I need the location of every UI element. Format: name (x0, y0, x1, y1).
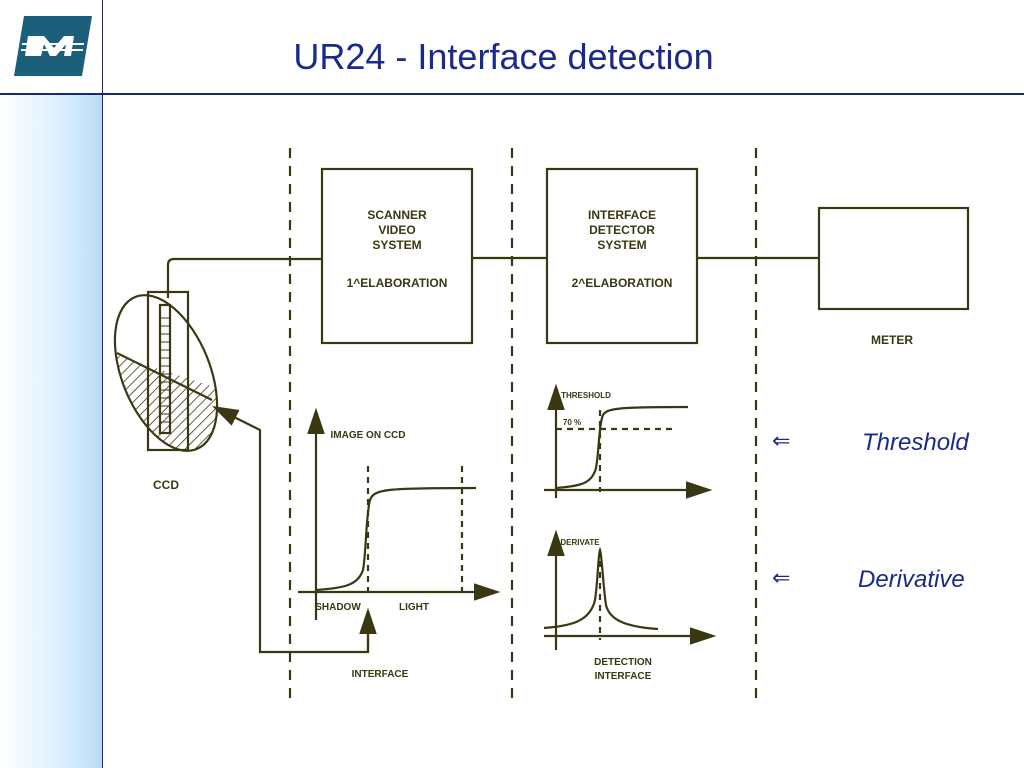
header-divider (0, 93, 1024, 95)
detector-box (545, 167, 699, 345)
threshold-level-label: 70 % (563, 418, 581, 427)
image-graph-ylabel: IMAGE ON CCD (331, 430, 406, 441)
detector-line-2: DETECTOR (589, 223, 655, 237)
ccd-sensor-strip (158, 303, 172, 435)
ccd-ellipse (113, 294, 219, 452)
meter-label: METER (871, 333, 913, 347)
ccd-sensor-ticks (160, 317, 170, 423)
ccd-label: CCD (153, 478, 179, 492)
sidebar-gradient (0, 94, 102, 768)
derivate-graph-ylabel: DERIVATE (560, 538, 600, 547)
ccd-to-scanner-line (166, 257, 322, 298)
detector-stage-label: 2^ELABORATION (572, 276, 673, 290)
meter-box (817, 206, 970, 311)
scanner-stage-label: 1^ELABORATION (347, 276, 448, 290)
interface-label: INTERFACE (352, 669, 409, 680)
threshold-curve (555, 405, 689, 490)
scanner-line-1: SCANNER (367, 208, 427, 222)
ccd-sensor-frame (146, 290, 190, 452)
vertical-divider (102, 0, 103, 768)
ccd-interface-line (116, 352, 213, 401)
scanner-box (320, 167, 474, 345)
company-logo (14, 16, 92, 76)
threshold-caption: Threshold (862, 429, 969, 456)
interface-feedback-arrow (212, 406, 370, 654)
detector-line-3: SYSTEM (597, 238, 646, 252)
detection-label-line-2: INTERFACE (595, 671, 652, 682)
light-label: LIGHT (399, 602, 429, 613)
derivative-arrow-icon: ⇐ (772, 566, 791, 591)
derivative-caption: Derivative (858, 566, 965, 593)
threshold-arrow-icon: ⇐ (772, 429, 791, 454)
scanner-line-2: VIDEO (378, 223, 415, 237)
detection-label-line-1: DETECTION (594, 657, 652, 668)
image-curve (315, 486, 477, 592)
scanner-line-3: SYSTEM (372, 238, 421, 252)
threshold-graph-ylabel: THRESHOLD (561, 391, 611, 400)
shadow-label: SHADOW (315, 602, 361, 613)
page-title: UR24 - Interface detection (293, 36, 714, 77)
detector-line-1: INTERFACE (588, 208, 656, 222)
